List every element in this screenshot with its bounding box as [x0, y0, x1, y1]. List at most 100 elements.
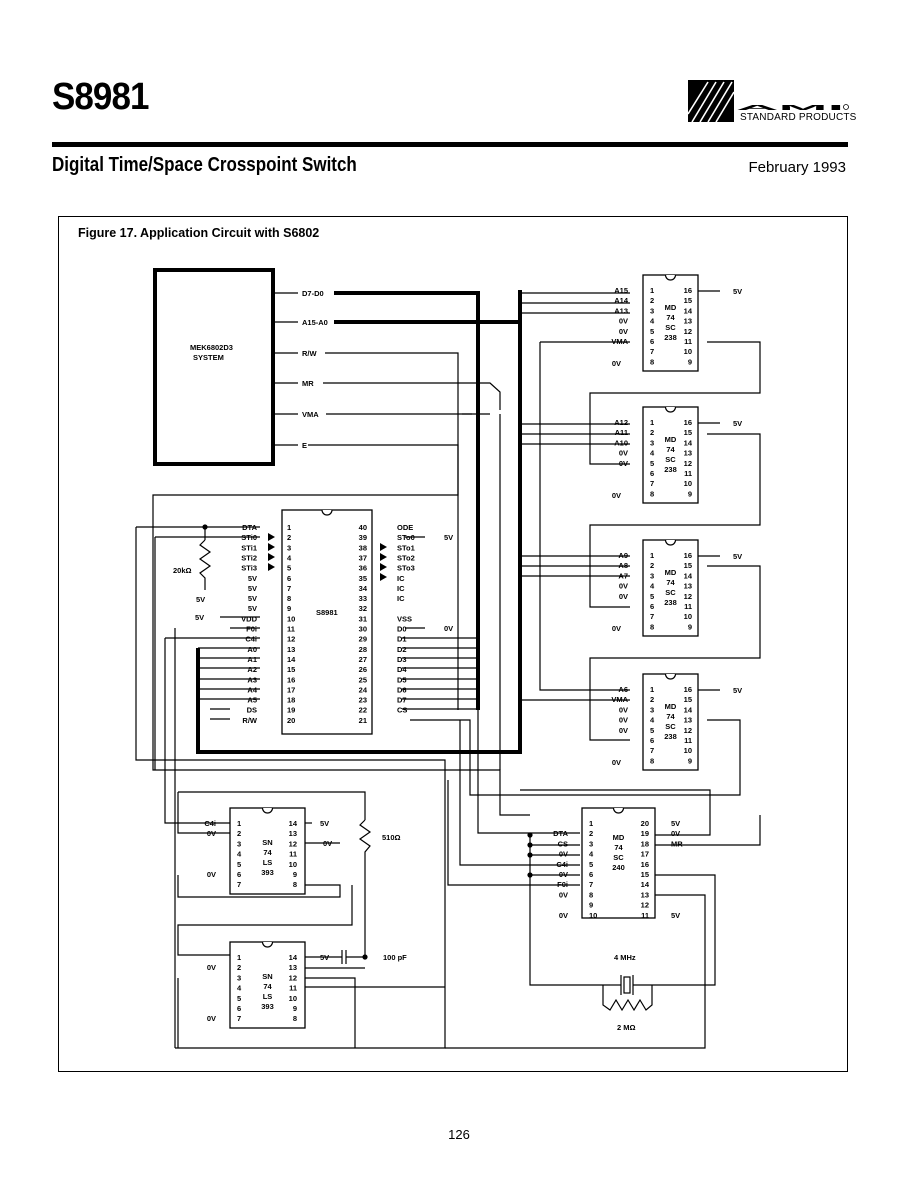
- decoder-pin-right: 16: [684, 418, 692, 427]
- counter-pin-right: 10: [289, 994, 297, 1003]
- decoder-pin-right: 15: [684, 561, 692, 570]
- decoder-line1: MD: [665, 435, 677, 444]
- s8981-label-right: D0: [397, 625, 407, 634]
- decoder-input-label: A9: [618, 551, 628, 560]
- decoder-input-label: A13: [614, 306, 628, 315]
- decoder-pin-left: 8: [650, 756, 654, 765]
- clock-chip-pin-left: 8: [589, 890, 593, 899]
- clock-chip-pin-right: 14: [641, 880, 650, 889]
- decoder-pin-right: 10: [684, 347, 692, 356]
- clock-chip-pin-left: 2: [589, 829, 593, 838]
- s8981-pin-left: 17: [287, 685, 295, 694]
- s8981-label-left: 5V: [248, 604, 257, 613]
- decoder-pin-left: 5: [650, 726, 654, 735]
- decoder-pin-right: 11: [684, 602, 692, 611]
- decoder-pin-right: 12: [684, 327, 692, 336]
- part-number: S8981: [52, 76, 149, 118]
- counter-pin-left: 7: [237, 1014, 241, 1023]
- s8981-pin-left: 2: [287, 533, 291, 542]
- vss-supply-label: 0V: [444, 624, 453, 633]
- document-title: Digital Time/Space Crosspoint Switch: [52, 154, 357, 176]
- counter-line4: 393: [261, 868, 274, 877]
- decoder-input-label: A11: [615, 428, 628, 437]
- s8981-label-right: D5: [397, 675, 407, 684]
- s8981-pin-left: 8: [287, 594, 291, 603]
- page-number: 126: [448, 1127, 470, 1142]
- decoder-pin-left: 3: [650, 438, 654, 447]
- counter-line2: 74: [263, 848, 272, 857]
- s8981-pin-right: 34: [359, 584, 368, 593]
- decoder-pin-right: 9: [688, 489, 692, 498]
- s8981-pin-left: 4: [287, 553, 292, 562]
- decoder-input-label: A8: [618, 561, 628, 570]
- s8981-pin-right: 24: [359, 685, 368, 694]
- decoder-pin-right: 10: [684, 612, 692, 621]
- crystal-label: 4 MHz: [614, 953, 636, 962]
- clock-chip-left-label: CS: [558, 839, 568, 848]
- decoder-pin-left: 7: [650, 612, 654, 621]
- decoder-pin-right: 14: [684, 438, 693, 447]
- counter-line1: SN: [262, 838, 272, 847]
- decoder-pin-right: 15: [684, 428, 692, 437]
- decoder-pin-left: 8: [650, 622, 654, 631]
- header-rule: [52, 142, 848, 147]
- decoder-pin-right: 15: [684, 695, 692, 704]
- decoder-pin-right: 13: [684, 449, 692, 458]
- s8981-pin-right: 35: [359, 574, 367, 583]
- decoder-pin-right: 14: [684, 571, 693, 580]
- clock-chip-pin-right: 17: [641, 850, 649, 859]
- decoder-supply: 5V: [733, 686, 742, 695]
- s8981-pin-left: 9: [287, 604, 291, 613]
- counter-pin-left: 1: [237, 819, 241, 828]
- counter-pin-left: 2: [237, 963, 241, 972]
- decoder-pin-right: 13: [684, 317, 692, 326]
- decoder-pin-left: 3: [650, 571, 654, 580]
- decoder-pin-right: 10: [684, 479, 692, 488]
- clock-chip-pin-right: 12: [641, 901, 649, 910]
- clock-chip-right-label: 0V: [671, 829, 680, 838]
- decoder-input-label: 0V: [619, 327, 628, 336]
- s8981-pin-left: 1: [287, 523, 291, 532]
- counter-pin-right: 10: [289, 860, 297, 869]
- s8981-pin-right: 32: [359, 604, 367, 613]
- decoder-ground: 0V: [612, 758, 621, 767]
- counter-pin-right: 8: [293, 880, 297, 889]
- s8981-pin-right: 26: [359, 665, 367, 674]
- s8981-label-right: IC: [397, 584, 405, 593]
- decoder-pin-left: 4: [650, 317, 655, 326]
- decoder-line3: SC: [665, 588, 676, 597]
- s8981-pin-right: 37: [359, 553, 367, 562]
- counter-supply: 5V: [320, 819, 329, 828]
- decoder-pin-left: 6: [650, 736, 654, 745]
- decoder-chip-2: [642, 539, 699, 637]
- clock-chip-right-label: 5V: [671, 911, 680, 920]
- s8981-label-left: A4: [247, 685, 257, 694]
- clock-chip-left-label: F0i: [557, 880, 568, 889]
- decoder-line2: 74: [666, 578, 675, 587]
- counter-pin-right: 12: [289, 973, 297, 982]
- decoder-input-label: 0V: [619, 449, 628, 458]
- decoder-chip-1: [642, 406, 699, 504]
- decoder-chip-0: [642, 274, 699, 372]
- decoder-input-label: A10: [614, 438, 628, 447]
- document-date: February 1993: [748, 159, 846, 176]
- decoder-input-label: 0V: [619, 459, 628, 468]
- decoder-ground: 0V: [612, 624, 621, 633]
- counter-pin-left: 6: [237, 870, 241, 879]
- decoder-input-label: A6: [618, 685, 628, 694]
- clock-chip-line4: 240: [612, 863, 625, 872]
- decoder-pin-right: 16: [684, 286, 692, 295]
- decoder-line3: SC: [665, 323, 676, 332]
- s8981-label-right: STo2: [397, 553, 415, 562]
- counter-right-label: 0V: [323, 839, 332, 848]
- decoder-input-label: A14: [614, 296, 629, 305]
- clock-chip-left-label: 0V: [559, 911, 568, 920]
- cpu-system-label-2: SYSTEM: [193, 353, 224, 362]
- cpu-signal-5: E: [302, 441, 307, 450]
- counter-pin-right: 11: [289, 984, 297, 993]
- counter-pin-right: 12: [289, 839, 297, 848]
- s8981-pin-right: 22: [359, 706, 367, 715]
- clock-chip-pin-right: 20: [641, 819, 649, 828]
- s8981-label-right: STo3: [397, 564, 415, 573]
